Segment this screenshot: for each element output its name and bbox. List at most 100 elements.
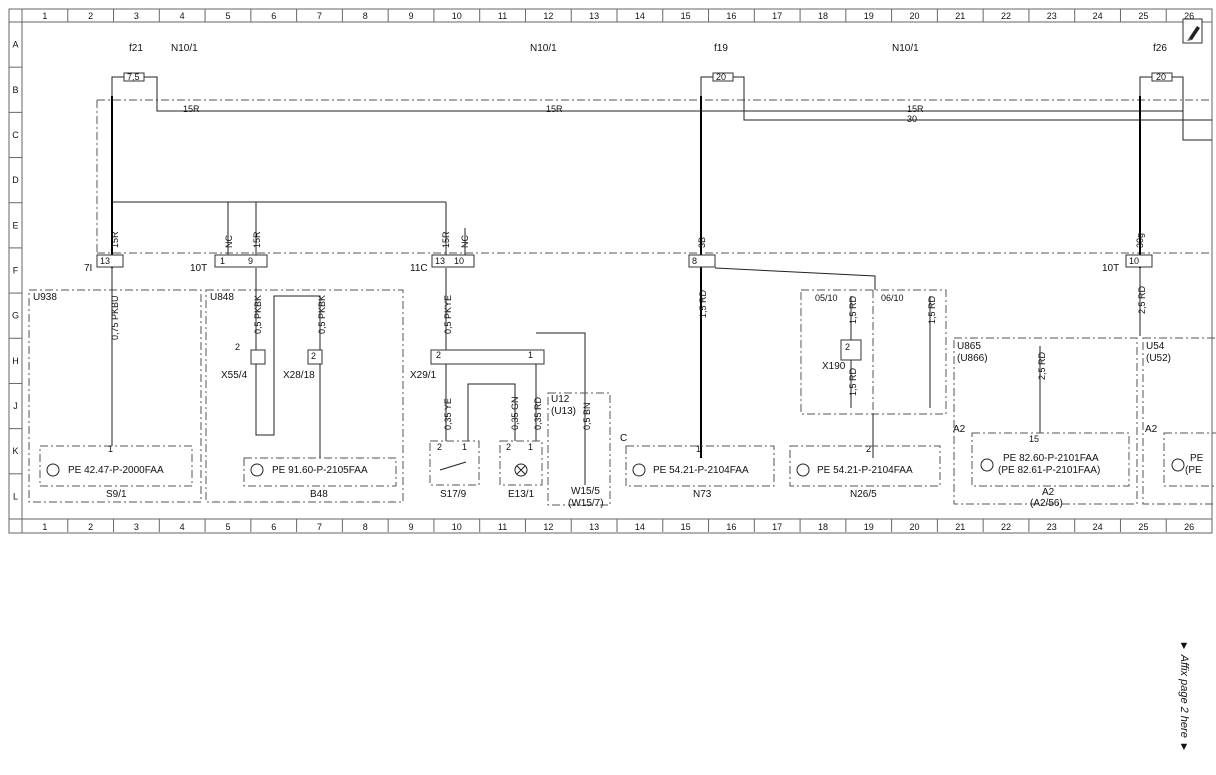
module-u865 <box>953 337 1138 505</box>
grid-column-label: 5 <box>225 522 230 532</box>
component-name: N73 <box>693 489 712 500</box>
ground-icon <box>46 463 60 477</box>
component-ref: PE 42.47-P-2000FAA <box>68 465 164 476</box>
fuse-f19: 20 <box>700 72 745 96</box>
switch-s9-1 <box>39 445 193 487</box>
wire-label: 0,5 PKBK <box>317 295 327 334</box>
control-unit-n26-5 <box>789 445 941 487</box>
module-u54 <box>1142 337 1216 505</box>
connector-x55-4 <box>250 349 266 365</box>
grid-row-label: D <box>12 175 19 185</box>
fuse-f21-rating: 7,5 <box>127 72 140 82</box>
grid-column-label: 7 <box>317 522 322 532</box>
supply-bus-15r: 15R 15R 15R <box>156 96 1183 114</box>
signal-label: 30g <box>1135 233 1145 248</box>
pin-label: 10 <box>454 256 464 266</box>
grid-column-label: 20 <box>909 11 919 21</box>
grid-column-label: 20 <box>909 522 919 532</box>
module-label: A2 <box>953 424 966 435</box>
grid-row-label: G <box>12 311 19 321</box>
ground-point-label: W15/5 <box>571 486 600 497</box>
signal-label: NC <box>460 235 470 248</box>
pin-label: 2 <box>437 442 442 452</box>
grid-row-label: C <box>12 130 19 140</box>
bus-label: 15R <box>907 104 924 114</box>
pin-label: 1 <box>696 444 701 454</box>
pin-label: 13 <box>100 256 110 266</box>
module-label: U54 <box>1146 341 1165 352</box>
connector-label: X29/1 <box>410 370 437 381</box>
ground-icon <box>1171 458 1185 472</box>
wire-label: 1,5 RD <box>698 289 708 318</box>
component-name: B48 <box>310 489 328 500</box>
grid-column-label: 10 <box>452 522 462 532</box>
component-ref: PE 54.21-P-2104FAA <box>817 465 913 476</box>
grid-column-label: 15 <box>681 11 691 21</box>
wire-label: 0,35 RD <box>533 396 543 430</box>
fuse-f26-rating: 20 <box>1156 72 1166 82</box>
module-label: (U866) <box>957 353 988 364</box>
pin-label: 15 <box>1029 434 1039 444</box>
grid-column-label: 11 <box>498 522 507 532</box>
fuse-panel-right: N10/1 <box>892 43 919 54</box>
lamp-icon <box>514 463 528 477</box>
pen-icon <box>1182 18 1203 44</box>
signal-label: NC <box>224 235 234 248</box>
connector-11c: 11C <box>410 263 428 274</box>
grid-row-label: K <box>12 446 18 456</box>
wire-label: 0,5 PKBK <box>253 295 263 334</box>
grid-row-label: F <box>13 266 19 276</box>
variant-label: 05/10 <box>815 293 838 303</box>
grid-column-label: 18 <box>818 11 828 21</box>
grid-row-label: L <box>13 491 18 501</box>
grid-column-label: 23 <box>1047 11 1057 21</box>
grid-column-label: 4 <box>180 522 185 532</box>
switch-s17-9 <box>429 440 480 486</box>
component-name: S17/9 <box>440 489 467 500</box>
ground-icon <box>796 463 810 477</box>
connector-x28-18 <box>307 349 323 365</box>
grid-column-label: 9 <box>409 522 414 532</box>
bus-label: 15R <box>546 104 563 114</box>
grid-column-label: 7 <box>317 11 322 21</box>
grid-column-label: 2 <box>88 11 93 21</box>
pin-label: 13 <box>435 256 445 266</box>
module-label: U12 <box>551 394 570 405</box>
wire-label: 1,5 RD <box>927 295 937 324</box>
control-unit-n73 <box>625 445 775 487</box>
grid-column-label: 3 <box>134 522 139 532</box>
grid-column-label: 1 <box>42 11 47 21</box>
grid-column-label: 18 <box>818 522 828 532</box>
ground-icon <box>980 458 994 472</box>
grid-row-label: H <box>12 356 19 366</box>
connector-label: X190 <box>822 361 846 372</box>
grid-column-label: 16 <box>726 11 736 21</box>
pin-label: 1 <box>528 350 533 360</box>
grid-column-label: 22 <box>1001 11 1011 21</box>
component-ref: (PE 82.61-P-2101FAA) <box>998 465 1100 476</box>
pin-label: 1 <box>462 442 467 452</box>
grid-column-label: 12 <box>543 11 553 21</box>
grid-column-label: 13 <box>589 522 599 532</box>
grid-column-label: 14 <box>635 11 645 21</box>
connector-label: X28/18 <box>283 370 315 381</box>
component-ref: PE <box>1190 453 1204 464</box>
grid-column-label: 24 <box>1093 11 1103 21</box>
module-label: U865 <box>957 341 981 352</box>
module-u938 <box>28 289 202 503</box>
affix-page-note: ▼ Affix page 2 here ▼ <box>1178 640 1190 753</box>
module-label: U848 <box>210 292 234 303</box>
connector-7l: 7I <box>84 263 92 274</box>
component-name: S9/1 <box>106 489 127 500</box>
lamp-e13-1 <box>499 440 543 486</box>
wire-label: 2,5 RD <box>1137 285 1147 314</box>
signal-label: 15R <box>110 231 120 248</box>
component-ref: PE 82.60-P-2101FAA <box>1003 453 1099 464</box>
pin-label: 10 <box>1129 256 1139 266</box>
grid-column-label: 17 <box>772 11 782 21</box>
grid-column-label: 25 <box>1138 11 1148 21</box>
pin-label: 1 <box>220 256 225 266</box>
pin-label: 2 <box>866 444 871 454</box>
radio-a2 <box>971 432 1130 487</box>
